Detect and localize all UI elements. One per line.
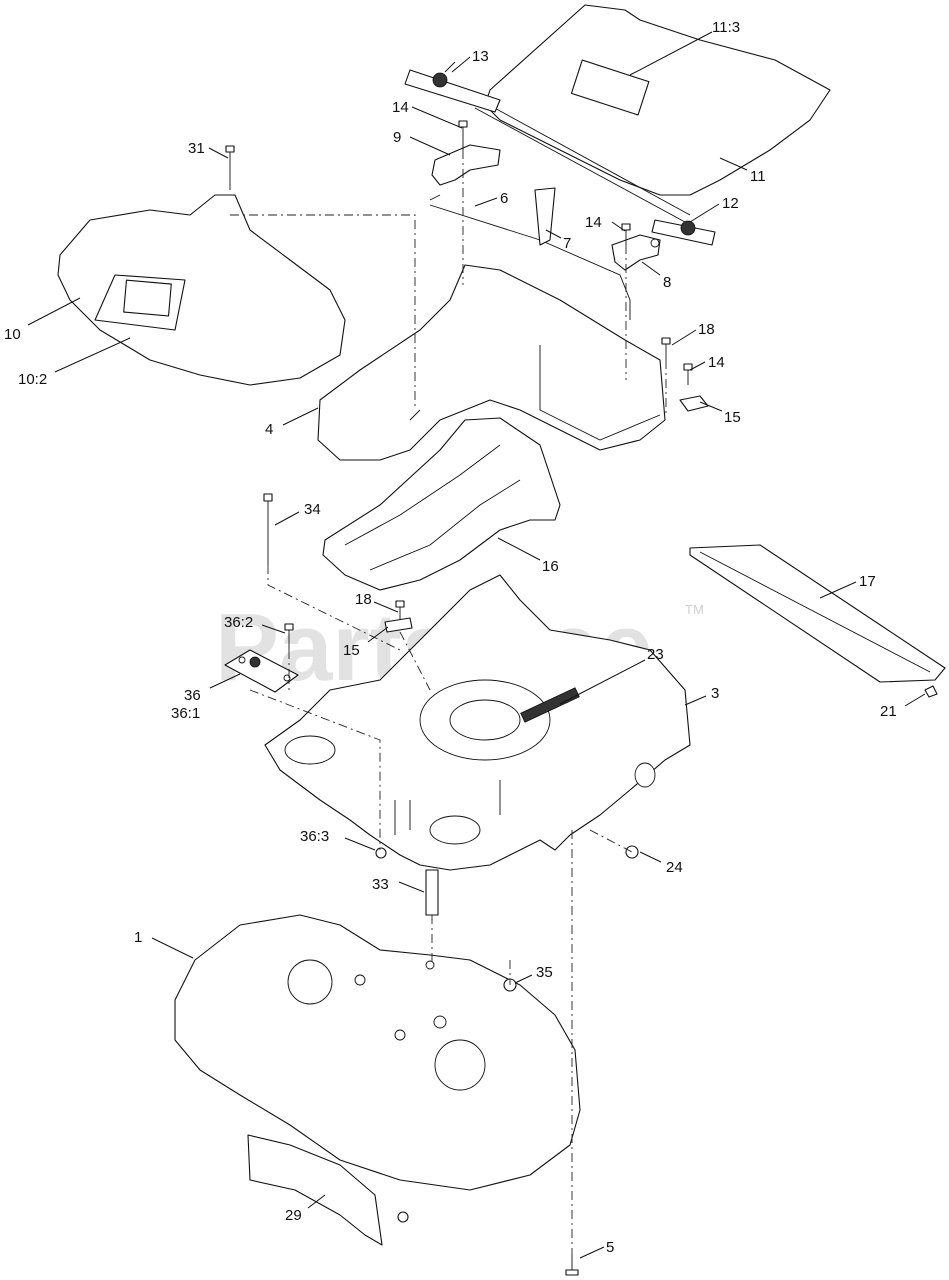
label-36-2: 36:2 xyxy=(224,614,253,631)
label-12: 12 xyxy=(722,195,739,212)
label-15-right: 15 xyxy=(724,409,741,426)
part-36-bracket xyxy=(224,649,299,693)
watermark-trademark: TM xyxy=(685,602,704,617)
label-7: 7 xyxy=(563,235,571,252)
label-15-mid: 15 xyxy=(343,642,360,659)
label-21: 21 xyxy=(880,703,897,720)
label-33: 33 xyxy=(372,876,389,893)
label-14: 14 xyxy=(392,99,409,116)
part-8-bracket xyxy=(611,234,661,271)
label-36-3: 36:3 xyxy=(300,828,329,845)
part-16-chute xyxy=(322,417,561,591)
label-9: 9 xyxy=(393,129,401,146)
label-36-1: 36:1 xyxy=(171,705,200,722)
label-14-right: 14 xyxy=(708,354,725,371)
part-13-spring xyxy=(404,61,501,113)
label-6: 6 xyxy=(500,190,508,207)
part-3-deck-frame xyxy=(264,574,691,871)
label-10: 10 xyxy=(4,326,21,343)
label-10-2: 10:2 xyxy=(18,371,47,388)
label-17: 17 xyxy=(859,573,876,590)
part-12-spring xyxy=(651,219,716,246)
label-4: 4 xyxy=(265,421,273,438)
part-29-skirt xyxy=(247,1134,383,1246)
part-6-rod xyxy=(429,204,631,320)
label-31: 31 xyxy=(188,140,205,157)
part-1-deck-shell xyxy=(174,914,581,1191)
label-8: 8 xyxy=(663,274,671,291)
label-35: 35 xyxy=(536,964,553,981)
label-18: 18 xyxy=(698,321,715,338)
part-4-shroud xyxy=(317,264,666,461)
part-11-cover xyxy=(474,4,831,223)
label-11: 11 xyxy=(750,168,766,185)
label-14-mid: 14 xyxy=(585,214,602,231)
part-17-rail xyxy=(689,544,946,683)
label-29: 29 xyxy=(285,1207,302,1224)
label-36: 36 xyxy=(184,687,201,704)
label-23: 23 xyxy=(647,646,664,663)
label-16: 16 xyxy=(542,558,559,575)
label-24: 24 xyxy=(666,859,683,876)
part-9-bracket xyxy=(429,144,501,201)
assembly-lines xyxy=(230,150,667,1255)
label-34: 34 xyxy=(304,501,321,518)
label-5: 5 xyxy=(606,1239,614,1256)
label-18-mid: 18 xyxy=(355,591,372,608)
callout-labels: 13 11:3 14 9 11 31 6 12 14 7 8 10 18 10:… xyxy=(4,19,897,1256)
label-3: 3 xyxy=(711,685,719,702)
label-11-3: 11:3 xyxy=(712,19,740,36)
fasteners xyxy=(225,120,938,1276)
label-13: 13 xyxy=(472,48,489,65)
part-10-seat-cover xyxy=(57,194,346,386)
part-23-decal xyxy=(520,687,580,723)
part-7-handle xyxy=(534,187,556,246)
leader-lines xyxy=(27,31,926,1259)
label-1: 1 xyxy=(134,929,142,946)
